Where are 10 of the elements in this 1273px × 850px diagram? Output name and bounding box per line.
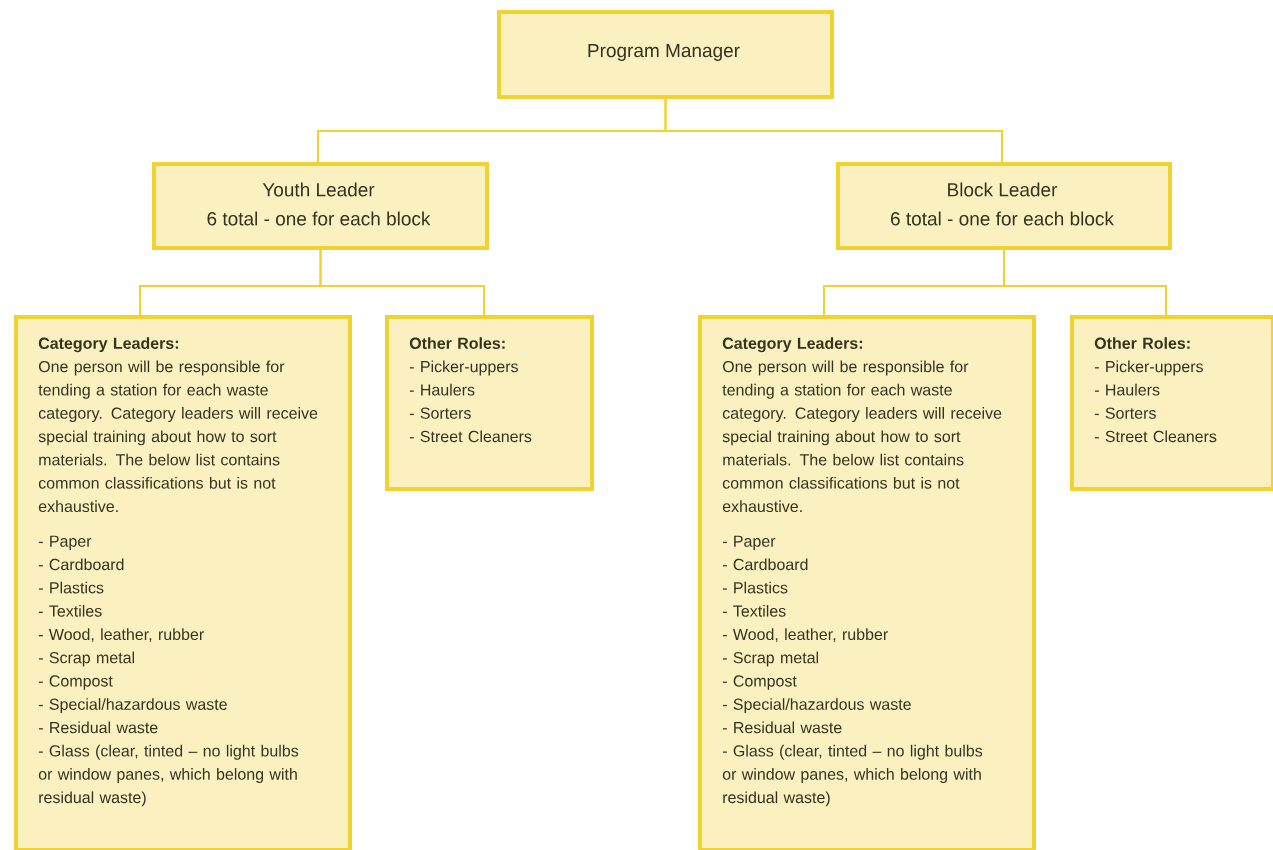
role-box: Category Leaders: One person will be responsible for tending a station for each waste category. Category leaders will receive special training about how to sort materials. The below list contains common classifications but is not exhaustive. - Paper - Cardboard - Plastics - Textiles - Wood, leather, rubber - Scrap metal - Compost - Special/hazardous waste - Residual waste - Glass (clear, tinted – no light bulbs or window panes, which belong with residual waste) <box>14 315 352 850</box>
role-box: Youth Leader 6 total - one for each block <box>152 162 489 250</box>
connector-line <box>319 249 485 316</box>
connector-line <box>1003 249 1167 316</box>
role-box: Block Leader 6 total - one for each block <box>836 162 1172 250</box>
role-box: Category Leaders: One person will be responsible for tending a station for each waste category. Category leaders will receive special training about how to sort materials. The below list contains common classifications but is not exhaustive. - Paper - Cardboard - Plastics - Textiles - Wood, leather, rubber - Scrap metal - Compost - Special/hazardous waste - Residual waste - Glass (clear, tinted – no light bulbs or window panes, which belong with residual waste) <box>698 315 1036 850</box>
connector-line <box>664 98 1003 163</box>
role-box: Program Manager <box>497 10 834 99</box>
role-box: Other Roles: - Picker-uppers - Haulers - Sorters - Street Cleaners <box>385 315 594 491</box>
role-box: Other Roles: - Picker-uppers - Haulers - Sorters - Street Cleaners <box>1070 315 1273 491</box>
